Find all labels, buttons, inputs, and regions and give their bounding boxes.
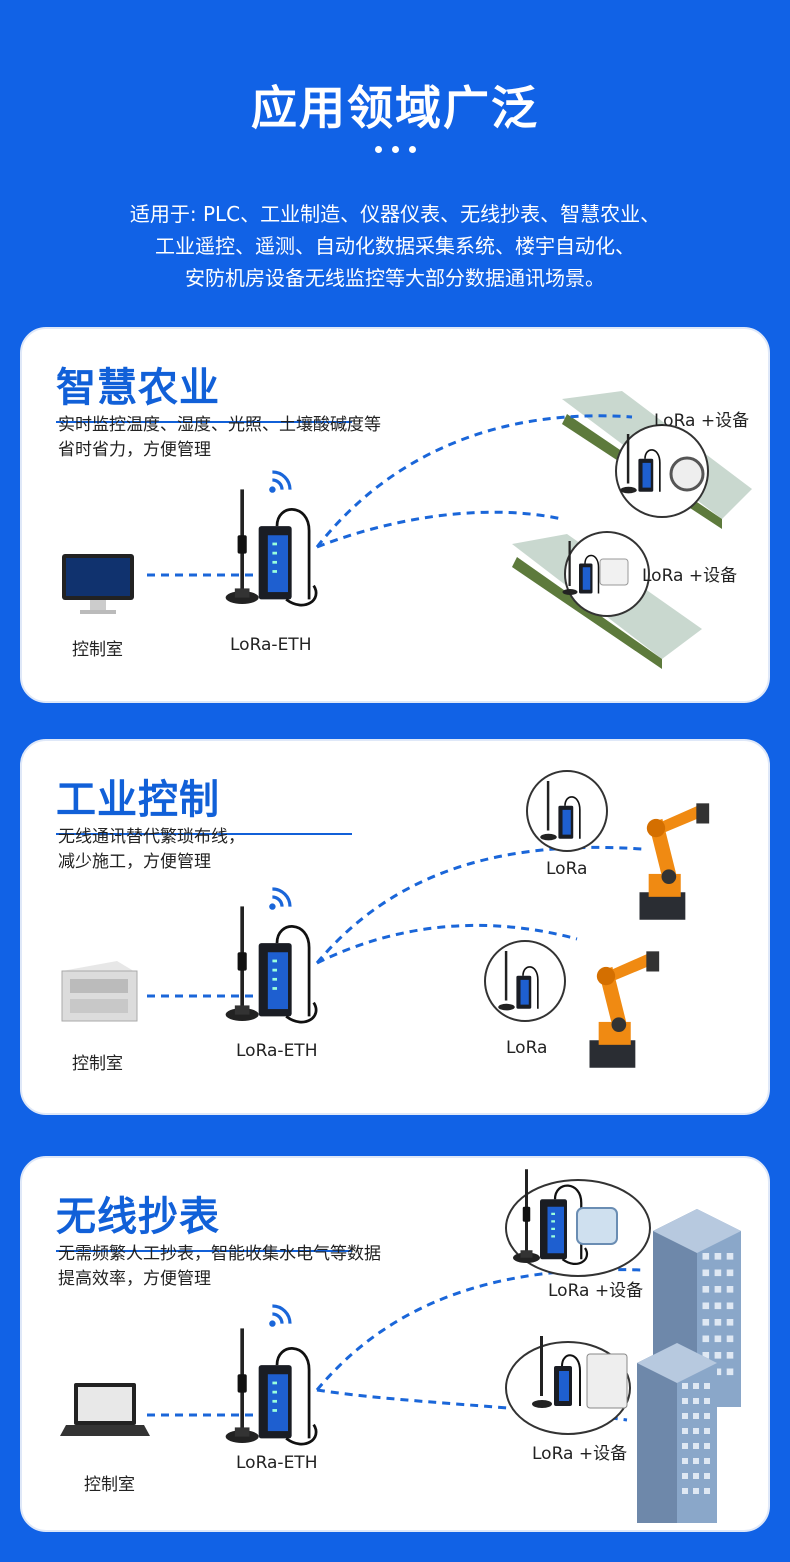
node-label: LoRa +设备 xyxy=(532,1444,628,1464)
robot-arm-icon xyxy=(589,951,660,1068)
section-title: 无线抄表 xyxy=(56,1194,220,1240)
control-room-label: 控制室 xyxy=(72,1054,123,1074)
desc-line: 无需频繁人工抄表，智能收集水电气等数据 xyxy=(58,1244,381,1264)
node-label: LoRa +设备 xyxy=(654,411,750,431)
plc-icon xyxy=(61,961,138,1022)
desc-line: 无线通讯替代繁琐布线， xyxy=(58,827,245,847)
power-meter-icon xyxy=(586,1353,628,1409)
industrial-scene xyxy=(61,770,710,1068)
node-label: LoRa xyxy=(506,1038,548,1058)
page-title: 应用领域广泛 xyxy=(251,81,539,135)
section-wireless-meter-reading: 无线抄表 无需频繁人工抄表，智能收集水电气等数据 提高效率，方便管理 控制室 L… xyxy=(20,1156,770,1532)
agriculture-scene xyxy=(62,391,752,669)
gateway-label: LoRa-ETH xyxy=(236,1453,318,1473)
desc-line: 实时监控温度、湿度、光照、土壤酸碱度等 xyxy=(58,415,381,435)
intro-line: 工业遥控、遥测、自动化数据采集系统、楼宇自动化、 xyxy=(155,234,635,258)
header: 应用领域广泛 适用于: PLC、工业制造、仪器仪表、无线抄表、智慧农业、 工业遥… xyxy=(0,0,790,320)
node-label: LoRa xyxy=(546,859,588,879)
lora-eth-gateway-icon xyxy=(224,1327,318,1446)
sensor-icon xyxy=(599,558,629,586)
intro-line: 安防机房设备无线监控等大部分数据通讯场景。 xyxy=(185,266,605,290)
desc-line: 省时省力，方便管理 xyxy=(58,440,211,460)
desc-line: 提高效率，方便管理 xyxy=(58,1269,211,1289)
robot-arm-icon xyxy=(639,803,710,920)
lora-eth-gateway-icon xyxy=(224,488,318,607)
node-label: LoRa +设备 xyxy=(548,1281,644,1301)
section-title: 智慧农业 xyxy=(56,365,220,411)
node-bubble xyxy=(615,424,709,518)
title-dots xyxy=(0,146,790,153)
control-room-label: 控制室 xyxy=(72,640,123,660)
wifi-icon xyxy=(267,887,292,912)
gateway-label: LoRa-ETH xyxy=(236,1041,318,1061)
building-icon xyxy=(637,1343,717,1523)
meter-scene xyxy=(60,1168,741,1523)
lora-eth-gateway-icon xyxy=(224,905,318,1024)
section-desc: 实时监控温度、湿度、光照、土壤酸碱度等 省时省力，方便管理 xyxy=(58,413,381,463)
wifi-icon xyxy=(267,1304,292,1329)
node-label: LoRa +设备 xyxy=(642,566,738,586)
laptop-icon xyxy=(60,1383,150,1436)
intro-text: 适用于: PLC、工业制造、仪器仪表、无线抄表、智慧农业、 工业遥控、遥测、自动… xyxy=(40,198,750,294)
section-title: 工业控制 xyxy=(56,777,220,823)
section-desc: 无线通讯替代繁琐布线， 减少施工，方便管理 xyxy=(58,825,245,875)
monitor-icon xyxy=(62,554,134,614)
intro-line: 适用于: PLC、工业制造、仪器仪表、无线抄表、智慧农业、 xyxy=(129,202,661,226)
desc-line: 减少施工，方便管理 xyxy=(58,852,211,872)
gauge-icon xyxy=(669,456,705,492)
section-smart-agriculture: 智慧农业 实时监控温度、湿度、光照、土壤酸碱度等 省时省力，方便管理 控制室 L… xyxy=(20,327,770,703)
wifi-icon xyxy=(267,470,292,495)
control-room-label: 控制室 xyxy=(84,1475,135,1495)
section-industrial-control: 工业控制 无线通讯替代繁琐布线， 减少施工，方便管理 控制室 LoRa-ETH … xyxy=(20,739,770,1115)
gateway-label: LoRa-ETH xyxy=(230,635,312,655)
section-desc: 无需频繁人工抄表，智能收集水电气等数据 提高效率，方便管理 xyxy=(58,1242,381,1292)
greenhouse-icon xyxy=(512,391,752,669)
water-meter-icon xyxy=(576,1207,618,1245)
